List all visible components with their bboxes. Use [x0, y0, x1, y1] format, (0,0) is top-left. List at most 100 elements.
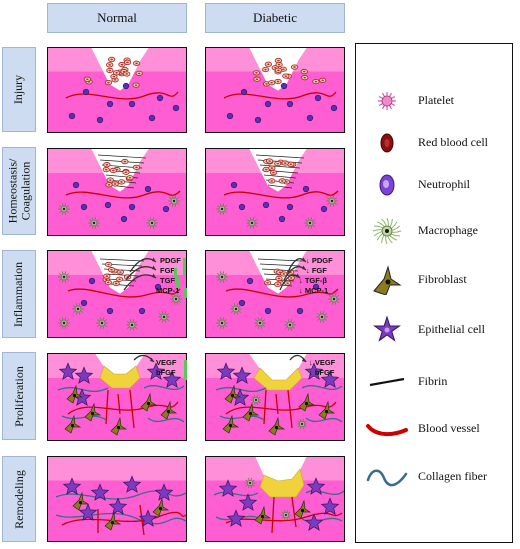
fibroblast-icon: [373, 265, 402, 295]
macrophage: [296, 418, 308, 430]
legend-item-epithelial-cell: Epithelial cell: [356, 315, 512, 345]
collagen-fiber: [215, 385, 343, 393]
blood-vessel: [65, 190, 181, 199]
fibroblast: [224, 384, 242, 404]
macrophage: [216, 317, 228, 329]
epithelial-cell: [218, 479, 238, 497]
neutrophil: [238, 299, 246, 307]
epithelial-cell: [90, 483, 110, 501]
fibroblast: [64, 414, 82, 434]
neutrophil: [106, 307, 114, 315]
legend-item-red-blood-cell: Red blood cell: [356, 128, 512, 158]
epithelial-cell: [304, 513, 324, 531]
collagen-fiber: [57, 385, 185, 393]
neutrophil: [82, 88, 90, 96]
macrophage: [316, 311, 328, 323]
column-header-diabetic: Diabetic: [205, 3, 345, 33]
epithelial-cell: [78, 503, 98, 521]
macrophage: [328, 293, 340, 305]
neutrophil: [80, 299, 88, 307]
epithelial-cell-icon: [373, 315, 401, 342]
neutrophil: [314, 94, 322, 102]
row-label-text: Inflammation: [11, 261, 26, 327]
factor-label: ↓ FGF: [306, 266, 327, 275]
row-label-text: Homeostasis/: [5, 158, 20, 224]
legend-label: Collagen fiber: [418, 469, 487, 483]
neutrophil: [230, 181, 238, 189]
neutrophil: [72, 181, 80, 189]
platelet-icon: [378, 92, 396, 110]
collagen-fiber: [55, 490, 186, 500]
epithelial-cell: [154, 483, 174, 501]
factor-label: ↓ VEGF: [309, 358, 336, 367]
macrophage: [244, 477, 256, 489]
neutrophil: [280, 82, 288, 90]
fibroblast: [160, 400, 178, 420]
epithelial-cell: [320, 370, 340, 388]
legend-item-neutrophil: Neutrophil: [356, 170, 512, 200]
epithelial-cell: [306, 477, 326, 495]
epithelial-cell: [216, 362, 236, 380]
collagen-fiber: [55, 512, 186, 525]
macrophage: [254, 317, 266, 329]
macrophage: [280, 509, 292, 521]
neutrophil: [88, 277, 96, 285]
panel-proliferation-normal: [47, 353, 187, 441]
blood-vessel-icon: [366, 424, 408, 437]
neutrophil: [302, 185, 310, 193]
macrophage: [304, 217, 316, 229]
fibroblast: [110, 416, 128, 436]
neutrophil: [162, 205, 170, 213]
macrophage: [326, 195, 338, 207]
macrophage: [58, 271, 70, 283]
fibrin: [97, 154, 147, 159]
neutrophil: [104, 201, 112, 209]
legend: Platelet Red blood cell Neutrophil Macro…: [355, 43, 513, 543]
macrophage: [216, 271, 228, 283]
legend-label: Platelet: [418, 93, 454, 107]
neutrophil: [96, 116, 104, 124]
panel-proliferation-diabetic: [205, 353, 345, 441]
panel-remodeling-normal: [47, 456, 187, 542]
macrophage: [168, 195, 180, 207]
legend-label: Blood vessel: [418, 421, 480, 435]
row-label-text: Injury: [11, 74, 26, 105]
fibrin: [255, 154, 305, 159]
macrophage: [146, 217, 158, 229]
factor-label: MCP-1: [156, 286, 180, 295]
factor-label: ↓ bFGF: [309, 368, 335, 377]
neutrophil: [80, 203, 88, 211]
macrophage: [88, 217, 100, 229]
row-label-homeostasis: Homeostasis/Coagulation: [2, 147, 36, 235]
panel-illustration: [213, 457, 344, 534]
macrophage: [216, 203, 228, 215]
factor-label: TGF: [160, 276, 175, 285]
fibroblast: [318, 400, 336, 420]
panel-illustration: [55, 475, 186, 536]
wound: [91, 48, 149, 91]
granulation-tissue: [253, 367, 303, 391]
epithelial-cell: [74, 366, 94, 384]
macrophage: [96, 317, 108, 329]
panel-illustration: [216, 149, 339, 229]
fibroblast: [152, 497, 170, 517]
macrophage: [230, 303, 242, 315]
factor-label: ↓ PDGF: [306, 256, 333, 265]
macrophage: [126, 319, 138, 331]
panel-illustration: [57, 354, 185, 436]
neutrophil: [226, 112, 234, 120]
row-label-text: Proliferation: [11, 365, 26, 427]
legend-item-macrophage: Macrophage: [356, 216, 512, 246]
panel-injury-diabetic: [205, 47, 345, 133]
factor-label: FGF: [160, 266, 175, 275]
neutrophil: [286, 203, 294, 211]
macrophage: [284, 319, 296, 331]
neutrophil: [106, 100, 114, 108]
fibrin-icon: [369, 377, 405, 387]
factor-label: ↓ TGF-β: [299, 276, 327, 285]
fibrin: [259, 164, 301, 169]
neutrophil: [264, 307, 272, 315]
neutrophil: [240, 88, 248, 96]
blood-vessel: [271, 496, 297, 534]
epithelial-cell: [62, 477, 82, 495]
